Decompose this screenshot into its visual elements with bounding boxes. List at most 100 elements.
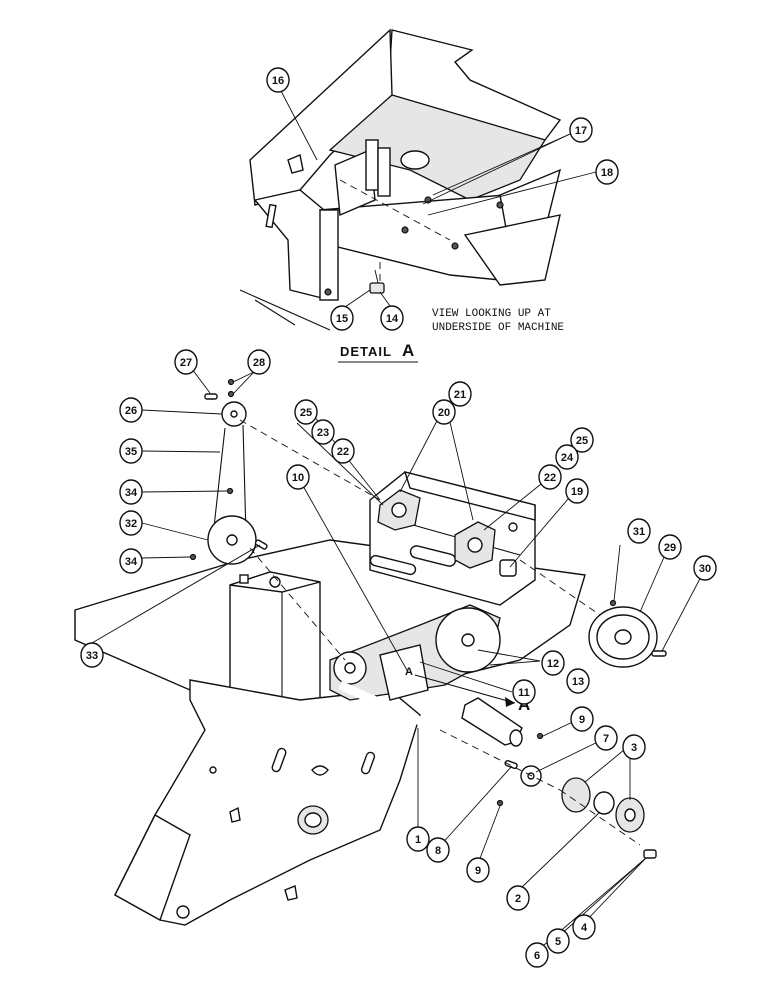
svg-text:14: 14: [386, 313, 399, 325]
callout-25b: 25: [570, 427, 594, 453]
align-line-4: [439, 729, 561, 791]
upper-bearing-left-bore: [391, 502, 407, 518]
svg-text:13: 13: [572, 676, 584, 688]
callout-16: 16: [266, 67, 290, 93]
bearing-2: [593, 791, 615, 815]
leader-22b: [483, 479, 547, 531]
align-line-3: [519, 559, 601, 616]
upper-bracket-slot: [409, 545, 457, 567]
callout-15: 15: [330, 305, 354, 331]
callout-33: 33: [80, 642, 104, 668]
detail-nut-2: [451, 242, 459, 250]
leader-30: [661, 570, 705, 652]
leader-17a: [432, 133, 571, 196]
callout-2: 2: [506, 885, 530, 911]
callout-30: 30: [693, 555, 717, 581]
svg-text:25: 25: [576, 435, 588, 447]
side-plate-boss: [176, 905, 190, 919]
leader-16: [280, 90, 318, 161]
detail-edge-line-2: [254, 299, 296, 326]
leader-18: [427, 171, 597, 216]
leader-20a: [399, 416, 440, 493]
small-sprocket-hub: [344, 662, 356, 674]
svg-text:27: 27: [180, 357, 192, 369]
callout-31: 31: [627, 518, 651, 544]
callout-8: 8: [426, 837, 450, 863]
svg-text:9: 9: [475, 865, 481, 877]
detail-leader: [374, 269, 379, 284]
leader-15: [344, 289, 371, 308]
svg-text:4: 4: [581, 922, 588, 934]
large-lower-sprocket-hub: [226, 534, 238, 546]
detail-slot-plate: [365, 139, 379, 191]
detail-lower-plate: [463, 214, 561, 286]
svg-text:20: 20: [438, 407, 450, 419]
callout-28: 28: [247, 349, 271, 375]
callout-10: 10: [286, 464, 310, 490]
callouts: 16 17 18 15 14 27 28 26 35 34 32 34 33 2…: [80, 67, 717, 968]
key-27: [204, 393, 218, 400]
left-chain-b: [242, 424, 247, 536]
callout-21: 21: [448, 381, 472, 407]
callout-13: 13: [566, 668, 590, 694]
leader-3a: [584, 744, 631, 783]
leader-33: [91, 544, 261, 644]
leader-8: [438, 765, 513, 848]
callout-26: 26: [119, 397, 143, 423]
side-plate-leg: [114, 814, 191, 922]
leader-11: [419, 661, 513, 693]
leader-20b: [448, 417, 474, 521]
detail-underside-floor: [328, 94, 547, 201]
callout-6: 6: [525, 942, 549, 968]
main-shaft: [338, 680, 442, 735]
setscrew-34b: [189, 553, 197, 561]
leader-2: [519, 811, 601, 890]
leader-31: [613, 544, 621, 602]
detail-slot-plate-2: [377, 147, 391, 197]
align-line-5: [559, 789, 641, 846]
output-shaft-end: [509, 729, 523, 747]
column-top-hole: [269, 576, 281, 588]
leader-22a: [296, 422, 384, 506]
svg-text:5: 5: [555, 936, 561, 948]
side-plate-diamond-2: [284, 885, 298, 901]
callout-35: 35: [119, 438, 143, 464]
leader-13: [489, 660, 541, 666]
reference-arrow-line: [414, 674, 516, 704]
leader-17b: [422, 133, 571, 205]
align-line-7: [339, 179, 451, 241]
leader-34a: [141, 490, 229, 493]
svg-text:8: 8: [435, 845, 441, 857]
svg-text:26: 26: [125, 405, 137, 417]
callout-11: 11: [512, 679, 536, 705]
svg-text:10: 10: [292, 472, 304, 484]
svg-text:6: 6: [534, 950, 540, 962]
detail-title-word: DETAIL: [340, 344, 392, 359]
detail-part-14-15: [369, 282, 385, 294]
detail-adjuster-bracket: [334, 148, 376, 217]
callout-19: 19: [565, 478, 589, 504]
svg-text:29: 29: [664, 542, 676, 554]
callout-25a: 25: [294, 399, 318, 425]
leader-26: [141, 409, 223, 415]
callout-5: 5: [546, 928, 570, 954]
callout-24: 24: [555, 444, 579, 470]
callout-34b: 34: [119, 548, 143, 574]
svg-text:7: 7: [603, 733, 609, 745]
leader-28a: [232, 371, 255, 383]
svg-text:28: 28: [253, 357, 265, 369]
flange-3b-bore: [624, 808, 636, 822]
key-30: [651, 650, 667, 657]
column-top-notch: [239, 574, 249, 584]
svg-text:2: 2: [515, 893, 521, 905]
svg-text:22: 22: [337, 446, 349, 458]
svg-text:33: 33: [86, 650, 98, 662]
detail-frame-plate: [253, 189, 331, 301]
side-plate-bore: [304, 812, 322, 828]
large-sprocket-hub: [461, 633, 475, 647]
callout-1: 1: [406, 826, 430, 852]
setscrew-9a: [536, 732, 544, 740]
upper-bracket-top: [403, 471, 536, 521]
side-plate-diamond: [229, 806, 241, 823]
callout-7: 7: [594, 725, 618, 751]
